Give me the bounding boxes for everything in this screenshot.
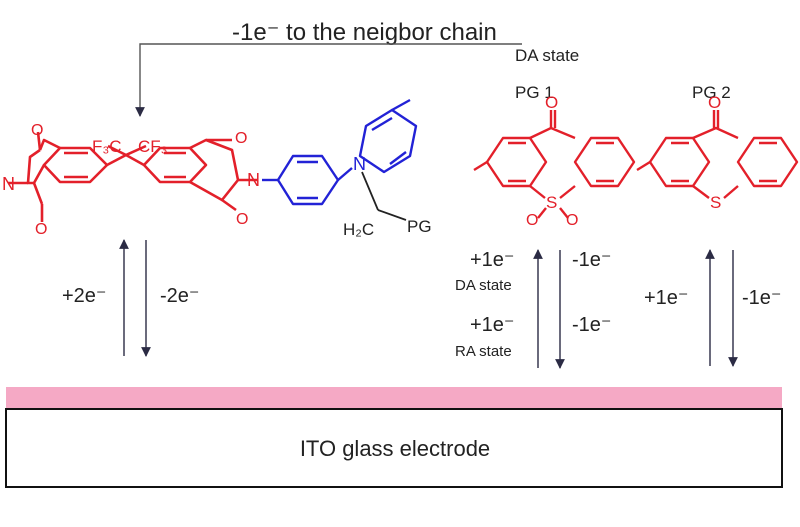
pg1-o-top: O [545,93,558,112]
tolyl-ring [358,108,418,174]
electrode-label: ITO glass electrode [300,436,490,461]
cf3-right-label: CF₃ [138,137,168,156]
pg2-plus: +1e⁻ [644,287,688,309]
pg1-da-state: DA state [455,277,512,294]
polymer-minus-label: -2e⁻ [160,285,199,307]
pg1-minus-1: -1e⁻ [572,249,611,271]
pg1-ra-state: RA state [455,343,512,360]
ito-electrode: ITO glass electrode [5,387,783,488]
pg2-molecule: PG 2 O S +1e⁻ -1e⁻ [636,83,799,367]
da-state-label: DA state [515,46,579,65]
cf3-left-label: F₃C [92,137,122,156]
polymer-plus-label: +2e⁻ [62,285,106,307]
electron-transfer-arrow: -1e⁻ to the neigbor chain DA state [135,19,579,117]
pg2-o-top: O [708,93,721,112]
pg1-molecule: PG 1 O S O O +1e⁻ -1e⁻ DA state +1e⁻ -1e… [455,83,636,369]
pg1-plus-2: +1e⁻ [470,314,514,336]
n-amine-label: N [353,154,366,174]
linker-label: H₂C [343,220,374,239]
o-label-2: O [35,221,47,238]
pg2-minus: -1e⁻ [742,287,781,309]
pg1-o-right: O [566,212,578,229]
pg1-plus-1: +1e⁻ [470,249,514,271]
o-label-4: O [236,211,248,228]
polymer-repeat-unit: N O O F₃C CF₃ O O N N H₂C PG +2e⁻ [2,98,432,357]
pg1-title: PG 1 [515,83,554,102]
ito-coating [6,387,782,409]
pg1-minus-2: -1e⁻ [572,314,611,336]
pg1-o-left: O [526,212,538,229]
electron-transfer-label: -1e⁻ to the neigbor chain [232,19,497,46]
o-label-1: O [31,122,43,139]
glass-substrate [5,408,783,488]
pg-label: PG [407,217,432,236]
pg2-s-label: S [710,193,721,212]
o-label-3: O [235,130,247,147]
n-imide-label: N [247,170,260,190]
pg1-s-label: S [546,193,557,212]
n-methyl-label: N [2,174,15,194]
pg2-title: PG 2 [692,83,731,102]
